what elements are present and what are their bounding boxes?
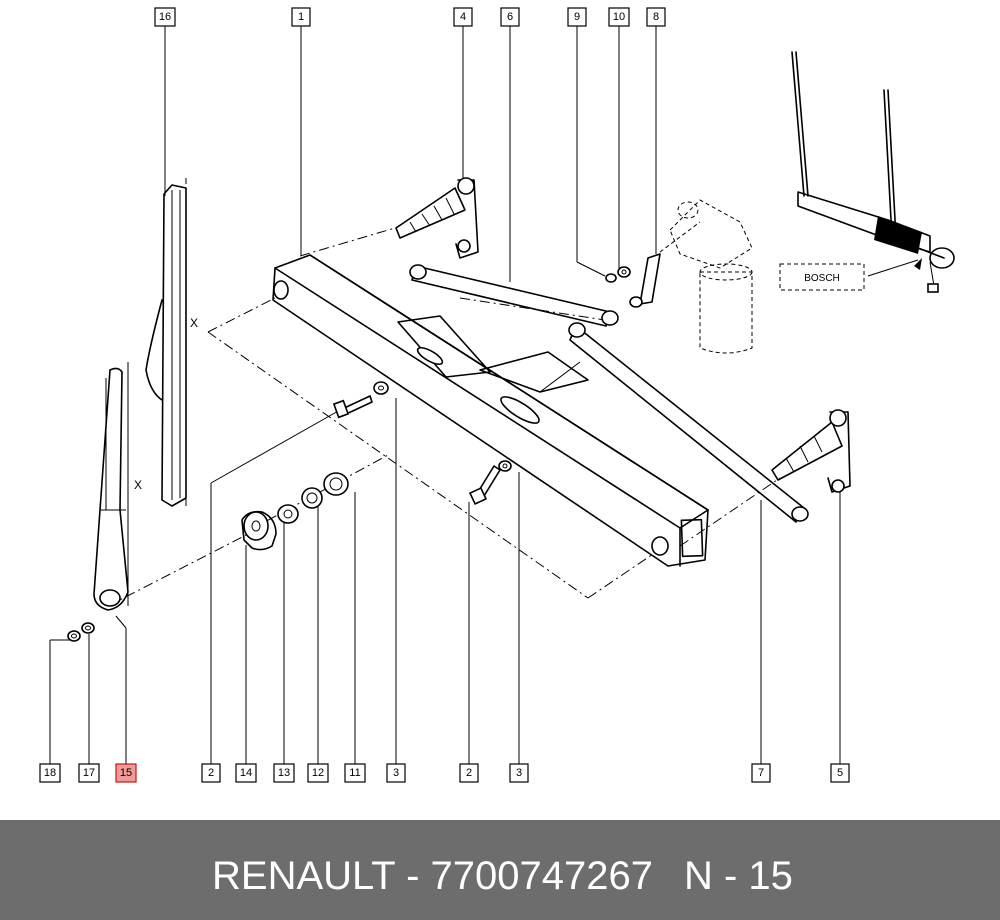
svg-text:8: 8 — [653, 11, 659, 23]
callout-18: 18 — [39, 763, 61, 783]
svg-text:18: 18 — [44, 767, 56, 779]
callout-9: 9 — [567, 7, 587, 27]
wiper-blade: X — [145, 178, 198, 507]
svg-text:1: 1 — [298, 11, 304, 23]
svg-text:15: 15 — [120, 767, 132, 779]
svg-text:6: 6 — [507, 11, 513, 23]
callout-13: 13 — [273, 763, 295, 783]
svg-text:14: 14 — [240, 767, 252, 779]
callout-15: 15 — [115, 763, 137, 783]
svg-text:16: 16 — [159, 11, 171, 23]
svg-text:12: 12 — [312, 767, 324, 779]
leader-lines — [49, 26, 841, 764]
svg-text:17: 17 — [83, 767, 95, 779]
dimension-x-lower: X — [134, 478, 142, 492]
callout-2-right: 2 — [459, 763, 479, 783]
callout-1: 1 — [291, 7, 311, 27]
callout-14: 14 — [235, 763, 257, 783]
left-spindle — [395, 177, 479, 259]
arm-washer-17 — [81, 622, 95, 634]
svg-text:4: 4 — [460, 11, 466, 23]
callout-2-left: 2 — [201, 763, 221, 783]
callout-6: 6 — [500, 7, 520, 27]
svg-text:10: 10 — [613, 11, 625, 23]
washer-3-upper — [373, 381, 389, 395]
arm-nut-18 — [67, 630, 81, 642]
grommet-14 — [241, 510, 277, 551]
svg-text:11: 11 — [349, 767, 360, 779]
callout-5: 5 — [830, 763, 850, 783]
washer-10 — [617, 266, 631, 278]
callout-3-right: 3 — [509, 763, 529, 783]
right-spindle — [771, 409, 851, 493]
exploded-parts-diagram: X X — [39, 7, 955, 783]
part-number-title: RENAULT - 7700747267 — [212, 854, 654, 898]
footer-bar: RENAULT - 7700747267 N - 15 — [0, 820, 1000, 920]
wiper-arm: X — [93, 362, 142, 611]
wiper-frame — [272, 254, 709, 567]
bolt-2-lower — [468, 465, 501, 506]
svg-text:13: 13 — [278, 767, 290, 779]
wiper-motor — [659, 199, 753, 354]
upper-link-rod — [409, 264, 619, 327]
bolt-2-upper — [332, 395, 373, 419]
callout-4: 4 — [453, 7, 473, 27]
clip-9 — [605, 273, 617, 283]
svg-text:3: 3 — [393, 767, 399, 779]
nut-13 — [277, 504, 299, 524]
bosch-label: BOSCH — [804, 273, 840, 284]
callout-10: 10 — [608, 7, 630, 27]
installation-inset: BOSCH — [779, 51, 955, 293]
callout-12: 12 — [307, 763, 329, 783]
callout-3-left: 3 — [386, 763, 406, 783]
washer-12 — [301, 487, 323, 509]
svg-text:2: 2 — [208, 767, 214, 779]
page-reference: N - 15 — [684, 854, 793, 898]
svg-text:2: 2 — [466, 767, 472, 779]
callout-17: 17 — [78, 763, 100, 783]
svg-text:5: 5 — [837, 767, 843, 779]
lower-link-rod — [568, 322, 809, 523]
callout-11: 11 — [344, 763, 366, 783]
callout-16: 16 — [154, 7, 176, 27]
svg-text:9: 9 — [574, 11, 580, 23]
svg-text:3: 3 — [516, 767, 522, 779]
washer-3-lower — [498, 460, 512, 472]
construction-lines — [107, 227, 781, 607]
callout-8: 8 — [646, 7, 666, 27]
washer-11 — [323, 472, 349, 496]
dimension-x-upper: X — [190, 316, 198, 330]
svg-text:7: 7 — [758, 767, 764, 779]
callout-7: 7 — [751, 763, 771, 783]
crank-8 — [629, 253, 661, 308]
